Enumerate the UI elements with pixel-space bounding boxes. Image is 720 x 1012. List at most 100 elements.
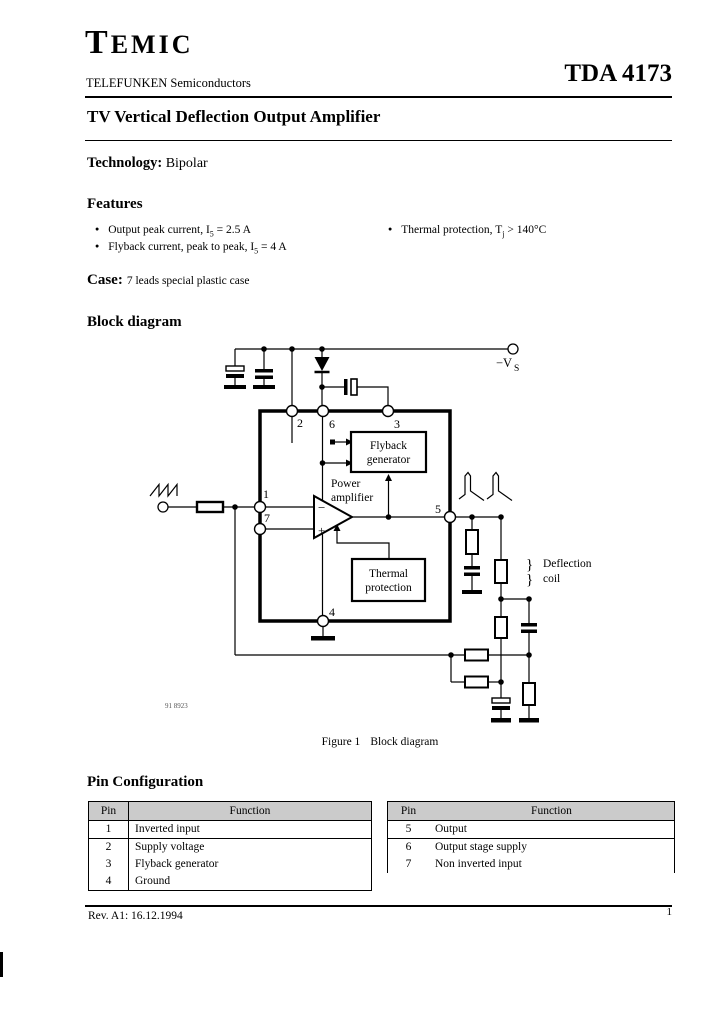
page-number: 1 [666,906,673,918]
figure-title: Block diagram [370,736,439,748]
revision-text: Rev. A1: 16.12.1994 [88,910,183,922]
feature-text: = 4 A [258,241,287,253]
pin-1 [253,500,267,514]
table-header: Pin Function [89,802,371,821]
case-label: Case: [87,272,123,288]
technology-label: Technology: [87,155,163,171]
pin-number: 5 [405,823,412,835]
feature-sub: 5 [254,246,259,256]
header-rule [85,96,672,98]
pin-3 [381,404,395,418]
pin-table-left: Pin Function 1 Inverted input 2 Supply v… [88,801,372,891]
pin-function: Supply voltage [135,841,205,853]
technology-line: Technology: Bipolar [87,155,208,172]
figure-number: Figure 1 [321,736,361,748]
pin7-label: 7 [264,511,270,525]
footer-rule [85,905,672,907]
flyback-waveform-icon [458,471,485,501]
table-row: 2 Supply voltage [89,839,371,856]
pin-config-heading: Pin Configuration [87,774,204,790]
pin4-label: 4 [329,605,335,619]
figure-caption: Figure 1 Block diagram [140,736,620,748]
feature-item: Output peak current, I5 = 2.5 A [95,224,251,238]
pin-number: 6 [405,841,412,853]
pin-function: Output stage supply [435,841,527,853]
input-terminal [157,501,169,513]
pin-5 [443,510,457,524]
coil-brace-icon: } [526,557,533,573]
opamp-minus: − [318,500,325,515]
pin3-label: 3 [394,417,400,431]
opamp-triangle [313,494,355,540]
drawing-number: 91 8923 [165,702,188,710]
resistor [522,682,536,706]
coil-label: coil [543,573,560,585]
thermal-label: protection [365,582,412,594]
opamp-plus: + [318,523,325,538]
pin-function: Non inverted input [435,858,522,870]
pin6-label: 6 [329,417,335,431]
feature-sub: 5 [209,229,214,239]
pin-7 [253,522,267,536]
table-row: 4 Ground [89,873,371,890]
resistor [464,675,489,689]
flyback-label: Flyback [370,440,407,452]
pin1-label: 1 [263,487,269,501]
table-row: 6 Output stage supply [388,839,674,856]
feature-text: Flyback current, peak to peak, I [108,241,255,253]
page-registration-mark [0,952,3,977]
resistor [494,616,508,639]
diagram-solids [224,346,539,723]
supply-sub: S [514,364,519,374]
flyback-label: generator [367,454,411,466]
case-line: Case: 7 leads special plastic case [87,271,249,289]
feature-sub: j [502,229,505,239]
power-amp-label: amplifier [331,492,373,504]
title-rule [85,140,672,141]
block-diagram-heading: Block diagram [87,314,182,330]
part-number: TDA 4173 [564,60,672,87]
pin-function: Ground [135,875,171,887]
feature-text: = 2.5 A [213,224,251,236]
col-header-pin: Pin [400,805,417,817]
table-row: 5 Output [388,821,674,839]
col-header-function: Function [531,805,572,817]
pin-number: 7 [405,858,412,870]
diagram-labels: −V S 2 6 3 1 7 5 4 Flyback generator Pow… [165,356,592,710]
logo-rest: EMIC [110,30,194,59]
logo-letter: T [85,24,111,61]
coil-label: Deflection [543,558,592,570]
input-resistor [195,500,225,514]
flyback-generator-box [349,430,428,474]
block-diagram: −V S 2 6 3 1 7 5 4 Flyback generator Pow… [149,343,592,723]
pin-2 [285,404,299,418]
feature-text: Output peak current, I [108,224,210,236]
thermal-label: Thermal [369,568,408,580]
pin2-label: 2 [297,416,303,430]
diagram-components [157,343,536,706]
deflection-coil-element [494,559,508,584]
pin-function: Output [435,823,467,835]
page-title: TV Vertical Deflection Output Amplifier [87,107,381,126]
company-subtitle: TELEFUNKEN Semiconductors [86,76,251,90]
temic-logo: TEMIC [85,24,193,62]
flyback-waveform-icon [486,471,513,501]
supply-terminal [507,343,519,355]
table-row: 3 Flyback generator [89,856,371,873]
diode-icon [314,357,330,371]
pin-table-right: Pin Function 5 Output 6 Output stage sup… [387,801,675,873]
feature-text: Thermal protection, T [401,224,503,236]
pin-number: 3 [89,856,129,873]
col-header-pin: Pin [89,802,129,820]
power-amp-label: Power [331,478,361,490]
pin-6 [316,404,330,418]
feature-item: Thermal protection, Tj > 140°C [388,224,546,238]
feature-item: Flyback current, peak to peak, I5 = 4 A [95,241,287,255]
pin-number: 2 [89,839,129,856]
sawtooth-waveform-icon [149,482,178,498]
technology-value: Bipolar [165,156,208,171]
resistor [464,648,489,662]
col-header-function: Function [229,805,271,817]
table-row: 1 Inverted input [89,821,371,839]
resistor [465,529,479,555]
